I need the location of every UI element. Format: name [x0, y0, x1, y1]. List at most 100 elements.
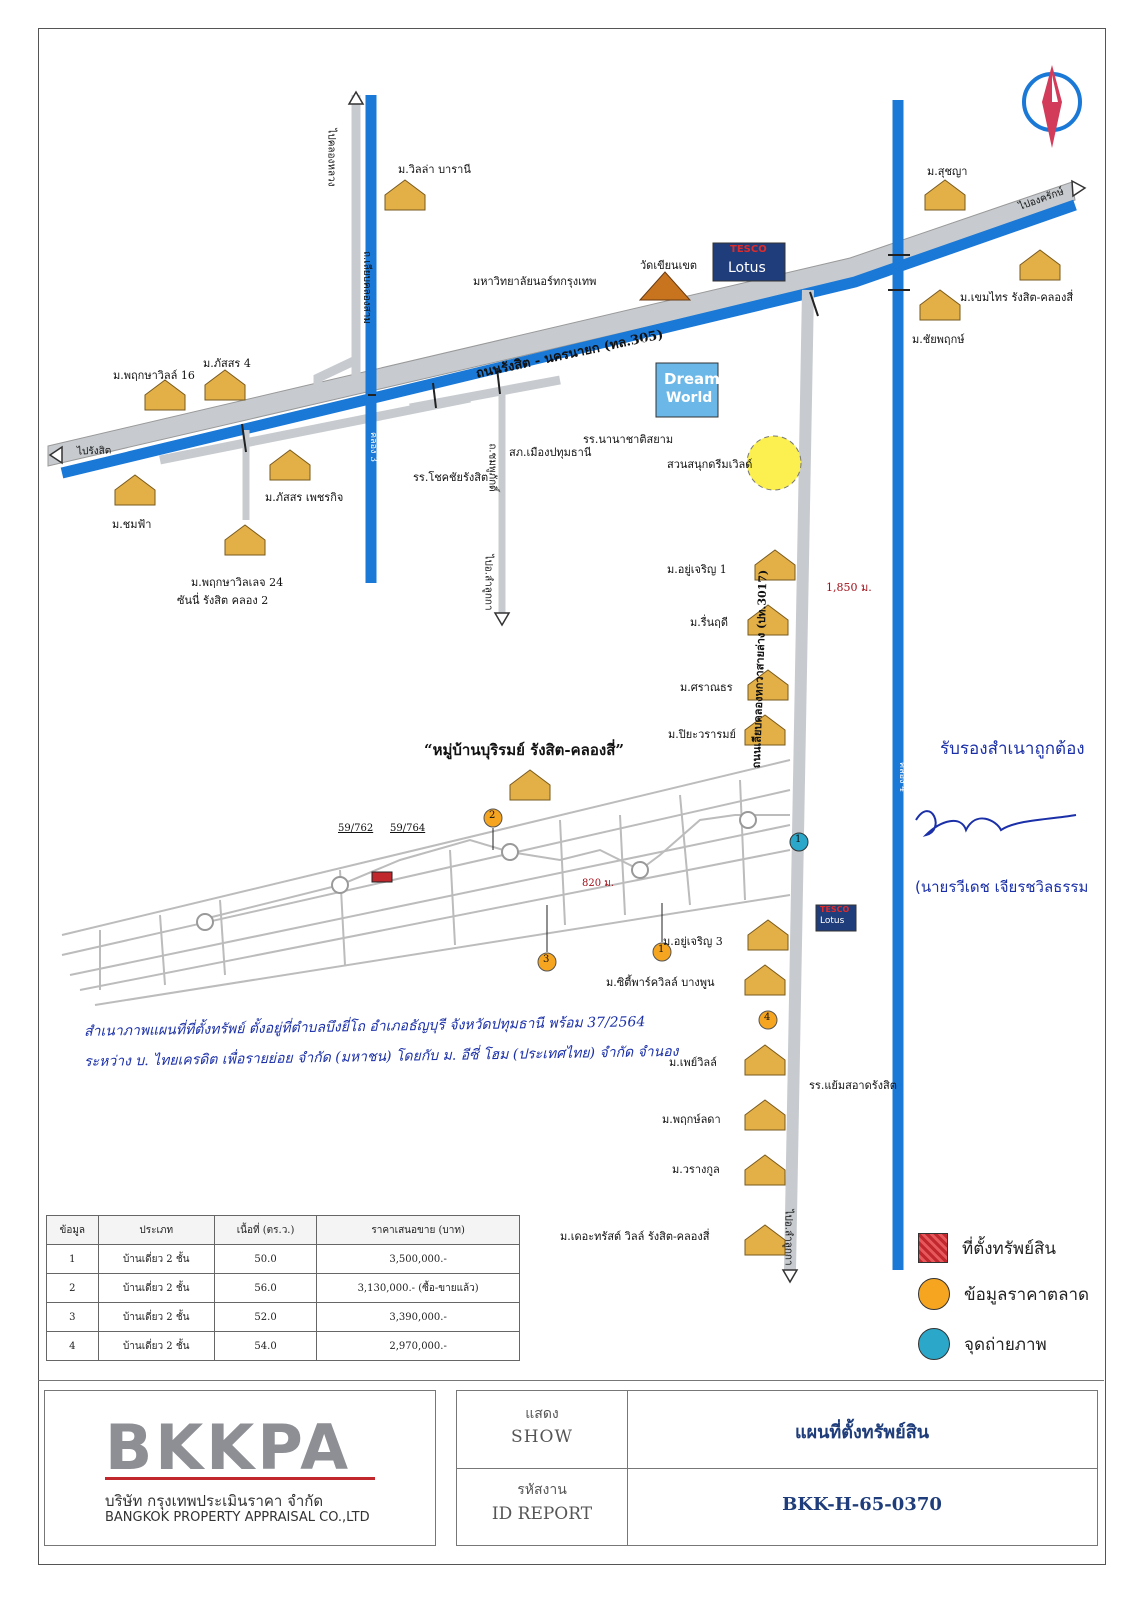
label-ruenruedi: ม.รื่นฤดี — [690, 616, 728, 629]
marker-4: 4 — [764, 1012, 771, 1023]
cell-type: บ้านเดี่ยว 2 ชั้น — [97, 1244, 215, 1274]
label-khemthong: ม.เขมไทร รังสิต-คลองสี่ — [960, 291, 1074, 304]
project-title: “หมู่บ้านบุริรมย์ รังสิต-คลองสี่” — [424, 741, 624, 759]
label-villa-barani: ม.วิลล่า บารานี — [398, 163, 471, 176]
footer-divider — [38, 1380, 1104, 1381]
cell-id: 1 — [46, 1244, 99, 1274]
cell-area: 54.0 — [213, 1331, 318, 1361]
table-row: 2 บ้านเดี่ยว 2 ชั้น 56.0 3,130,000.- (ซื… — [46, 1273, 520, 1303]
label-phruksa16: ม.พฤกษาวิลล์ 16 — [113, 369, 195, 382]
legend-property-label: ที่ตั้งทรัพย์สิน — [962, 1238, 1057, 1259]
road-left-bend — [313, 355, 358, 395]
label-yuecharoen3: ม.อยู่เจริญ 3 — [663, 935, 723, 948]
dashed-leaders — [492, 828, 663, 952]
label-to-klong-luang: ไปคลองหลวง — [325, 128, 337, 187]
label-varanggun: ม.วรางกูล — [672, 1163, 720, 1176]
legend-market-label: ข้อมูลราคาตลาด — [964, 1284, 1090, 1305]
cell-type: บ้านเดี่ยว 2 ชั้น — [97, 1331, 215, 1361]
show-label-en: SHOW — [511, 1427, 573, 1447]
label-phruksa24: ม.พฤกษาวิลเลจ 24 — [191, 576, 284, 589]
cell-area: 52.0 — [213, 1302, 318, 1332]
label-piyawarn: ม.ปิยะวรารมย์ — [668, 728, 736, 741]
marker-3: 3 — [543, 954, 550, 965]
lotus-text-2: Lotus — [820, 916, 845, 926]
label-suan-mai: สวนสนุกดรีมเวิลด์ — [667, 458, 753, 471]
market-markers — [483, 808, 778, 1030]
cell-price: 3,500,000.- — [316, 1244, 520, 1274]
tesco-text-2: TESCO — [820, 905, 850, 914]
marker-2: 2 — [489, 810, 496, 821]
legend-market: ข้อมูลราคาตลาด — [918, 1278, 1089, 1310]
legend-property: ที่ตั้งทรัพย์สิน — [918, 1233, 1056, 1263]
plot-label-1: 59/762 — [338, 823, 374, 834]
photo-swatch-icon — [918, 1328, 950, 1360]
label-distance-1: 1,850 ม. — [826, 581, 872, 594]
plot-label-2: 59/764 — [390, 823, 426, 834]
lotus-text: Lotus — [728, 260, 766, 276]
label-school-nanachat: รร.นานาชาติสยาม — [583, 433, 674, 446]
canal-main — [60, 199, 1077, 479]
label-chompha: ม.ชมฟ้า — [112, 518, 152, 531]
signature-icon — [915, 810, 1077, 837]
price-table-header: ข้อมูล ประเภท เนื้อที่ (ตร.ว.) ราคาเสนอข… — [46, 1215, 520, 1245]
id-label-en: ID REPORT — [491, 1504, 593, 1524]
company-name-th: บริษัท กรุงเทพประเมินราคา จำกัด — [105, 1492, 324, 1510]
show-label-th: แสดง — [525, 1406, 559, 1422]
table-row: 4 บ้านเดี่ยว 2 ชั้น 54.0 2,970,000.- — [46, 1331, 520, 1361]
compass-icon — [1022, 65, 1082, 148]
page-frame — [38, 28, 1106, 1565]
info-box: แสดง SHOW แผนที่ตั้งทรัพย์สิน รหัสงาน ID… — [456, 1390, 1098, 1546]
company-logo: BKKPA — [105, 1411, 352, 1484]
label-yuecharoen1: ม.อยู่เจริญ 1 — [667, 563, 727, 576]
label-city-park: ม.ซิตี้พาร์ควิลล์ บางพูน — [606, 976, 715, 989]
company-box: BKKPA บริษัท กรุงเทพประเมินราคา จำกัด BA… — [44, 1390, 436, 1546]
cell-price: 3,130,000.- (ซื้อ-ขายแล้ว) — [316, 1273, 520, 1303]
col-price: ราคาเสนอขาย (บาท) — [316, 1215, 520, 1245]
village-grid — [61, 759, 791, 1006]
house-icons — [114, 179, 1061, 1256]
price-table: ข้อมูล ประเภท เนื้อที่ (ตร.ว.) ราคาเสนอข… — [46, 1215, 520, 1361]
tesco-text: TESCO — [730, 244, 767, 255]
side-road — [784, 289, 814, 1271]
label-pattra4: ม.ภัสสร 4 — [203, 357, 251, 370]
logo-rule — [105, 1477, 375, 1480]
label-sunny: ซันนี่ รังสิต คลอง 2 — [177, 594, 269, 607]
cell-id: 4 — [46, 1331, 99, 1361]
label-to-lamlukka-1: ไปอ.ลำลูกกา — [482, 554, 494, 611]
col-type: ประเภท — [97, 1215, 215, 1245]
label-school-rangsit: รร.แย้มสอาดรังสิต — [809, 1079, 897, 1092]
label-khlong3: คลอง 3 — [367, 432, 378, 462]
table-row: 3 บ้านเดี่ยว 2 ชั้น 52.0 3,390,000.- — [46, 1302, 520, 1332]
photo-point — [789, 832, 809, 852]
col-area: เนื้อที่ (ตร.ว.) — [213, 1215, 318, 1245]
col-id: ข้อมูล — [46, 1215, 99, 1245]
dreamworld-logo — [655, 362, 719, 418]
dream-text: Dream — [664, 370, 720, 388]
temple-icon — [638, 271, 692, 301]
label-pattra-phet: ม.ภัสสร เพชรกิจ — [265, 491, 344, 504]
label-phruksa-nakha: ม.พฤกษ์ลดา — [662, 1113, 721, 1126]
label-to-lamlukka-2: ไปอ.ลำลูกกา — [782, 1209, 794, 1266]
world-text: World — [666, 390, 713, 406]
info-row-divider — [457, 1468, 1097, 1469]
main-road — [47, 181, 1076, 467]
tesco-lotus-logo-2 — [815, 904, 857, 932]
label-khlong4: คลอง 4 — [896, 762, 907, 792]
label-the-trust: ม.เดอะทรัสต์ วิลล์ รังสิต-คลองสี่ — [560, 1230, 710, 1243]
marker-1: 1 — [658, 944, 665, 955]
label-police: สภ.เมืองปทุมธานี — [509, 446, 592, 459]
market-swatch-icon — [918, 1278, 950, 1310]
legend-photo: จุดถ่ายภาพ — [918, 1328, 1047, 1360]
property-plot — [371, 871, 393, 883]
tesco-lotus-logo — [712, 242, 786, 282]
signer-name: (นายรวีเดช เจียรชวิลธรรม — [915, 878, 1089, 896]
label-school-chaichana: รร.โชคชัยรังสิต — [413, 471, 489, 484]
label-chaiyaphruek: ม.ชัยพฤกษ์ — [912, 333, 965, 346]
legend-photo-label: จุดถ่ายภาพ — [964, 1334, 1047, 1355]
photo-marker: 1 — [795, 834, 802, 845]
certify-text: รับรองสำเนาถูกต้อง — [940, 739, 1085, 759]
cell-price: 2,970,000.- — [316, 1331, 520, 1361]
cell-area: 56.0 — [213, 1273, 318, 1303]
show-value: แผนที่ตั้งทรัพย์สิน — [794, 1422, 930, 1443]
